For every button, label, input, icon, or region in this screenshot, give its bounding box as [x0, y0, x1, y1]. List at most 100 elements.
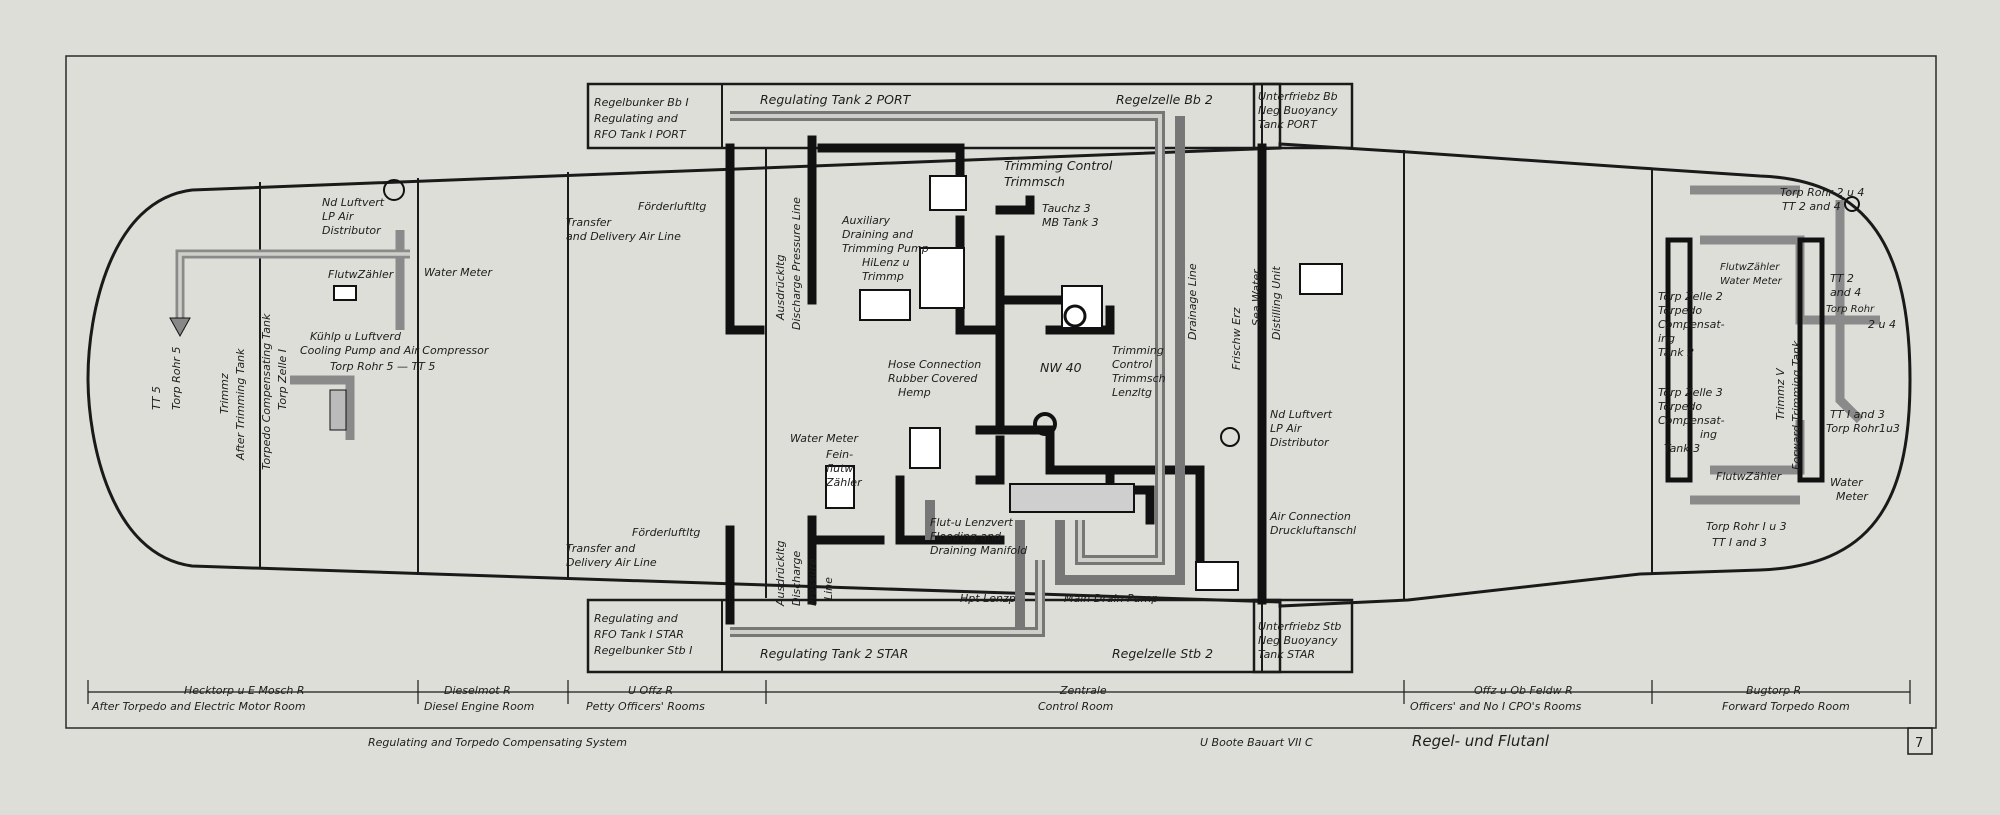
label-water-meter: Water Meter [424, 266, 493, 279]
label-torpedo3: Torpedo [1658, 400, 1702, 413]
feinflutw-meter [909, 427, 941, 469]
label-regelbunker-bb1: Regelbunker Bb I [594, 96, 689, 109]
label-regelbunker-stb1: Regelbunker Stb I [594, 644, 692, 657]
label-trimmsch: Trimmsch [1004, 174, 1065, 189]
aft-pipe-highlights [178, 252, 410, 330]
neg-buoyancy-star-box [1252, 598, 1354, 674]
forward-air-valve [1844, 196, 1860, 212]
room-petty-en: Petty Officers' Rooms [586, 700, 705, 713]
label-hose-connection: Hose Connection [888, 358, 981, 371]
label-hemp: Hemp [898, 386, 931, 399]
label-druckluftanschl: Druckluftanschl [1270, 524, 1356, 537]
trimming-pump-motor [859, 289, 911, 321]
label-unterfriebz-stb: Unterfriebz Stb [1258, 620, 1341, 633]
label-distilling-unit: Distilling Unit [1270, 266, 1283, 340]
aft-pipe-arrow [169, 317, 191, 338]
label-water: Water [1830, 476, 1864, 489]
forward-trim-tank-wall [1797, 237, 1825, 483]
room-labels: Hecktorp u E Mosch R After Torpedo and E… [91, 684, 1850, 713]
label-lp-air2: LP Air [1270, 422, 1303, 435]
label-main-drain-pump: Main Drain Pump [1064, 592, 1158, 605]
room-control-de: Zentrale [1059, 684, 1107, 697]
label-after-trimming-tank: After Trimming Tank [234, 348, 247, 461]
label-torpedo: Torpedo [1658, 304, 1702, 317]
pump-b-circle [1033, 412, 1057, 436]
label-lp-air: LP Air [322, 210, 355, 223]
label-water-meter3: Water Meter [1720, 276, 1783, 287]
label-ausdruckltg: Ausdrückltg [774, 255, 787, 321]
label-discharge2: Discharge [790, 550, 803, 606]
label-draining-and: Draining and [842, 228, 914, 241]
room-forward-de: Bugtorp R [1746, 684, 1801, 697]
room-after-torpedo-en: After Torpedo and Electric Motor Room [91, 700, 306, 713]
water-meter-box [825, 465, 855, 509]
label-flutw-zahler3: FlutwZähler [1720, 262, 1780, 273]
label-torp-zelle-1: Torp Zelle I [276, 349, 289, 410]
room-petty-de: U Offz R [628, 684, 673, 697]
label-frischw-erz: Frischw Erz [1230, 307, 1243, 370]
label-regulating-tank2-star: Regulating Tank 2 STAR [760, 646, 908, 661]
label-pressure2: Pressure [806, 558, 819, 606]
label-trimmsch2: Trimmsch [1112, 372, 1166, 385]
forward-labels: Torp Rohr 2 u 4 TT 2 and 4 FlutwZähler W… [1658, 186, 1900, 549]
label-unterfriebz-bb: Unterfriebz Bb [1258, 90, 1338, 103]
label-flooding-and: Flooding and [930, 530, 1002, 543]
label-feinflutw: Fein- [826, 448, 853, 461]
label-tt5: TT 5 [150, 386, 163, 410]
label-torp-rohr-5: Torp Rohr 5 [170, 347, 183, 410]
footer-center-title: U Boote Bauart VII C [1200, 736, 1313, 749]
aft-labels: TT 5 Torp Rohr 5 Trimmz After Trimming T… [150, 196, 493, 470]
label-ausdruckltg2: Ausdrückltg [774, 541, 787, 607]
label-tank2: Tank 2 [1658, 346, 1694, 359]
label-tt-2and4: TT 2 and 4 [1782, 200, 1841, 213]
label-cooling-pump: Cooling Pump and Air Compressor [300, 344, 490, 357]
flutw-zahler-meter-aft [333, 285, 357, 301]
room-officers-de: Offz u Ob Feldw R [1474, 684, 1573, 697]
label-line2: Line [822, 577, 835, 600]
label-tt1and3: TT I and 3 [1830, 408, 1885, 421]
label-trimmp: Trimmp [862, 270, 904, 283]
label-flutw: flutw [826, 462, 853, 475]
label-torp-rohr: Torp Rohr [1826, 304, 1875, 315]
label-tank-port: Tank PORT [1258, 118, 1318, 131]
label-neg-buoyancy: Neg Buoyancy [1258, 104, 1338, 117]
outer-frame [65, 55, 1937, 729]
label-and-delivery: and Delivery Air Line [566, 230, 681, 243]
distilling-unit-box [1299, 263, 1343, 295]
forward-comp-tank-wall [1665, 237, 1693, 483]
trimming-pump [919, 247, 965, 309]
label-torp-rohr-2u4b: 2 u 4 [1868, 318, 1896, 331]
label-rfo-tank-port: RFO Tank I PORT [594, 128, 687, 141]
label-ing: ing [1658, 332, 1675, 345]
star-tank-labels: Regulating and RFO Tank I STAR Regelbunk… [594, 612, 1341, 661]
label-trimming2: Trimming [1112, 344, 1164, 357]
label-forderluftltg: Förderluftltg [638, 200, 706, 213]
label-control2: Control [1112, 358, 1152, 371]
label-distributor: Distributor [322, 224, 382, 237]
label-torp-rohr-1u3b: Torp Rohr I u 3 [1706, 520, 1787, 533]
label-regulating-tank2-port: Regulating Tank 2 PORT [760, 92, 912, 107]
label-forward-trimming-tank: Forward Trimming Tank [1790, 340, 1803, 470]
label-kuhlp: Kühlp u Luftverd [310, 330, 402, 343]
footer-german-title: Regel- und Flutanl [1412, 732, 1550, 750]
room-diesel-en: Diesel Engine Room [424, 700, 534, 713]
label-compensating: Compensat- [1658, 318, 1725, 331]
label-lenzltg: Lenzltg [1112, 386, 1152, 399]
label-and4: and 4 [1830, 286, 1861, 299]
label-tauchz3: Tauchz 3 [1042, 202, 1091, 215]
label-tank3: Tank 3 [1664, 442, 1700, 455]
label-flut-lenzvert: Flut-u Lenzvert [930, 516, 1014, 529]
label-torp-rohr5-tt5: Torp Rohr 5 — TT 5 [330, 360, 435, 373]
label-trimming-pump: Trimming Pump [842, 242, 929, 255]
label-compensat3: Compensat- [1658, 414, 1725, 427]
label-trimmz-v: Trimmz V [1774, 367, 1787, 420]
page-number-box [1907, 727, 1933, 755]
room-forward-en: Forward Torpedo Room [1722, 700, 1850, 713]
label-rubber-covered: Rubber Covered [888, 372, 978, 385]
label-transfer2: Transfer and [566, 542, 636, 555]
label-regelzelle-stb2: Regelzelle Stb 2 [1112, 646, 1213, 661]
label-nd-luftvert: Nd Luftvert [322, 196, 385, 209]
trimming-control-valve [929, 175, 967, 211]
